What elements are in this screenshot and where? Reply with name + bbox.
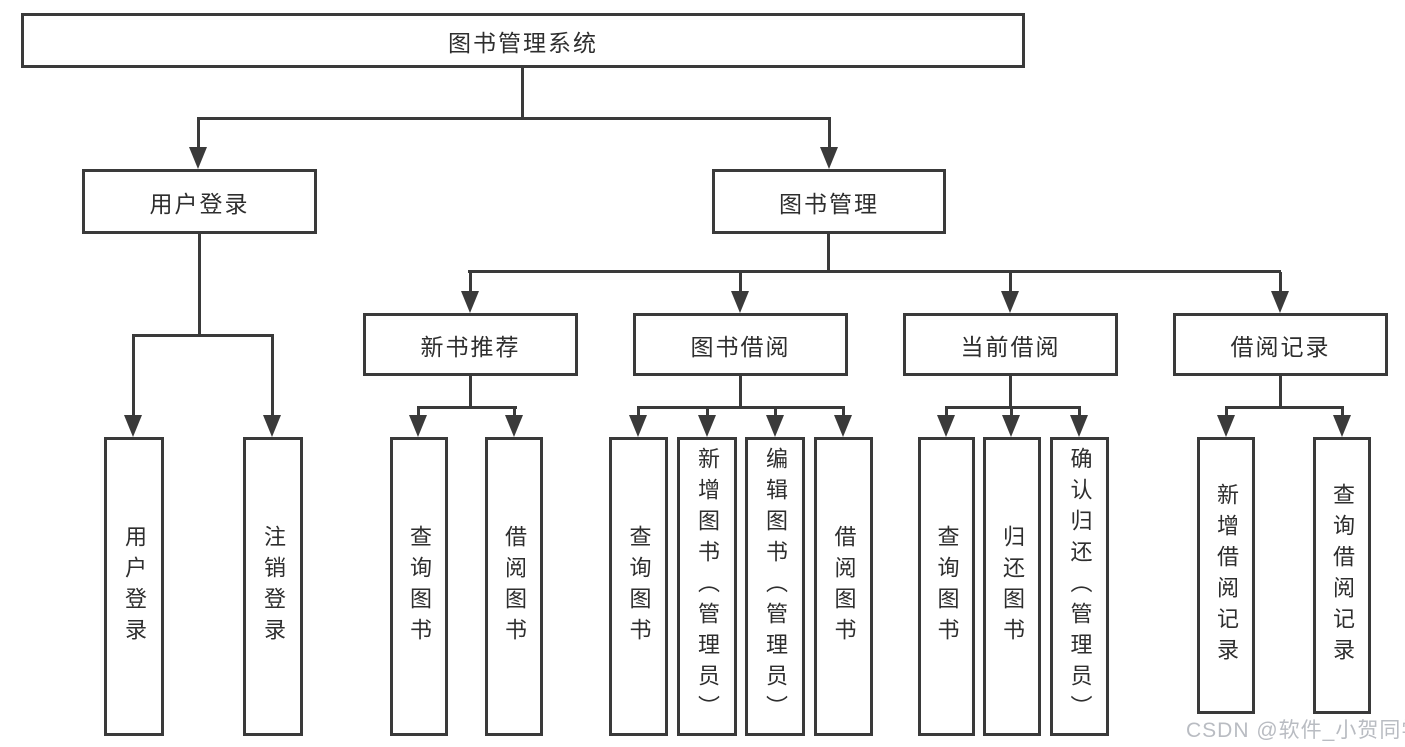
leaf-query-books-borrow-label: 查询图书 — [626, 524, 652, 649]
leaf-edit-books-admin: 编辑图书（管理员） — [745, 437, 805, 736]
leaf-logout: 注销登录 — [243, 437, 303, 736]
connector-arrow-query-books-current — [937, 408, 955, 437]
connector-new-book-recommend-rail — [417, 406, 517, 409]
connector-arrow-add-borrow-record — [1217, 408, 1235, 437]
connector-arrow-leaf-user-login — [124, 336, 142, 437]
leaf-user-login: 用户登录 — [104, 437, 164, 736]
leaf-edit-books-admin-label: 编辑图书（管理员） — [763, 447, 788, 726]
leaf-borrow-books-recommend-label: 借阅图书 — [502, 524, 527, 649]
connector-root-stem — [521, 68, 524, 119]
leaf-logout-label: 注销登录 — [261, 524, 286, 649]
leaf-confirm-return-admin: 确认归还（管理员） — [1050, 437, 1109, 736]
leaf-query-books-current: 查询图书 — [918, 437, 975, 736]
leaf-add-borrow-record: 新增借阅记录 — [1197, 437, 1255, 714]
node-book-management-label: 图书管理 — [779, 190, 879, 217]
node-book-management: 图书管理 — [712, 169, 946, 234]
connector-arrow-new-book-recommend — [461, 272, 479, 313]
connector-root-rail — [197, 117, 831, 120]
node-root: 图书管理系统 — [21, 13, 1025, 68]
connector-arrow-query-books-borrow — [629, 408, 647, 437]
node-borrow-records: 借阅记录 — [1173, 313, 1388, 376]
leaf-query-books-recommend: 查询图书 — [390, 437, 448, 736]
leaf-confirm-return-admin-label: 确认归还（管理员） — [1067, 447, 1093, 726]
leaf-user-login-label: 用户登录 — [122, 524, 147, 649]
connector-arrow-leaf-logout — [263, 336, 281, 437]
connector-current-borrow-stem — [1009, 376, 1012, 409]
connector-arrow-confirm-return-admin — [1070, 408, 1088, 437]
csdn-watermark: CSDN @软件_小贺同学 — [1186, 719, 1405, 742]
connector-arrow-add-books-admin — [698, 408, 716, 437]
connector-arrow-borrow-books-recommend — [505, 408, 523, 437]
connector-arrow-borrow-books — [834, 408, 852, 437]
connector-arrow-return-books — [1002, 408, 1020, 437]
leaf-borrow-books-recommend: 借阅图书 — [485, 437, 543, 736]
connector-borrow-records-rail — [1225, 406, 1344, 409]
connector-book-borrow-rail — [637, 406, 845, 409]
leaf-query-books-current-label: 查询图书 — [934, 524, 960, 649]
node-new-book-recommend: 新书推荐 — [363, 313, 578, 376]
leaf-query-books-borrow: 查询图书 — [609, 437, 668, 736]
leaf-borrow-books-label: 借阅图书 — [831, 524, 857, 649]
connector-borrow-records-stem — [1279, 376, 1282, 409]
connector-arrow-user-login — [189, 119, 207, 169]
connector-user-login-rail — [132, 334, 274, 337]
connector-arrow-book-borrow — [731, 272, 749, 313]
leaf-return-books-label: 归还图书 — [1000, 524, 1025, 649]
leaf-add-books-admin: 新增图书（管理员） — [677, 437, 737, 736]
connector-arrow-edit-books-admin — [766, 408, 784, 437]
connector-arrow-query-borrow-record — [1333, 408, 1351, 437]
node-book-borrow: 图书借阅 — [633, 313, 848, 376]
leaf-borrow-books: 借阅图书 — [814, 437, 873, 736]
connector-arrow-query-books-recommend — [409, 408, 427, 437]
connector-arrow-book-management — [820, 119, 838, 169]
connector-book-borrow-stem — [739, 376, 742, 409]
leaf-query-borrow-record-label: 查询借阅记录 — [1330, 482, 1355, 669]
connector-book-management-stem — [827, 234, 830, 272]
connector-book-management-rail — [468, 270, 1281, 273]
node-user-login: 用户登录 — [82, 169, 317, 234]
leaf-return-books: 归还图书 — [983, 437, 1041, 736]
node-new-book-recommend-label: 新书推荐 — [420, 333, 521, 360]
connector-arrow-current-borrow — [1001, 272, 1019, 313]
leaf-query-books-recommend-label: 查询图书 — [407, 524, 432, 649]
leaf-query-borrow-record: 查询借阅记录 — [1313, 437, 1371, 714]
connector-current-borrow-rail — [945, 406, 1081, 409]
node-root-label: 图书管理系统 — [448, 29, 598, 56]
node-book-borrow-label: 图书借阅 — [690, 333, 791, 360]
leaf-add-books-admin-label: 新增图书（管理员） — [695, 447, 720, 726]
connector-new-book-recommend-stem — [469, 376, 472, 409]
leaf-add-borrow-record-label: 新增借阅记录 — [1214, 482, 1239, 669]
node-borrow-records-label: 借阅记录 — [1230, 333, 1331, 360]
node-current-borrow: 当前借阅 — [903, 313, 1118, 376]
connector-user-login-stem — [198, 234, 201, 336]
node-user-login-label: 用户登录 — [149, 190, 250, 217]
connector-arrow-borrow-records — [1271, 272, 1289, 313]
node-current-borrow-label: 当前借阅 — [960, 333, 1061, 360]
